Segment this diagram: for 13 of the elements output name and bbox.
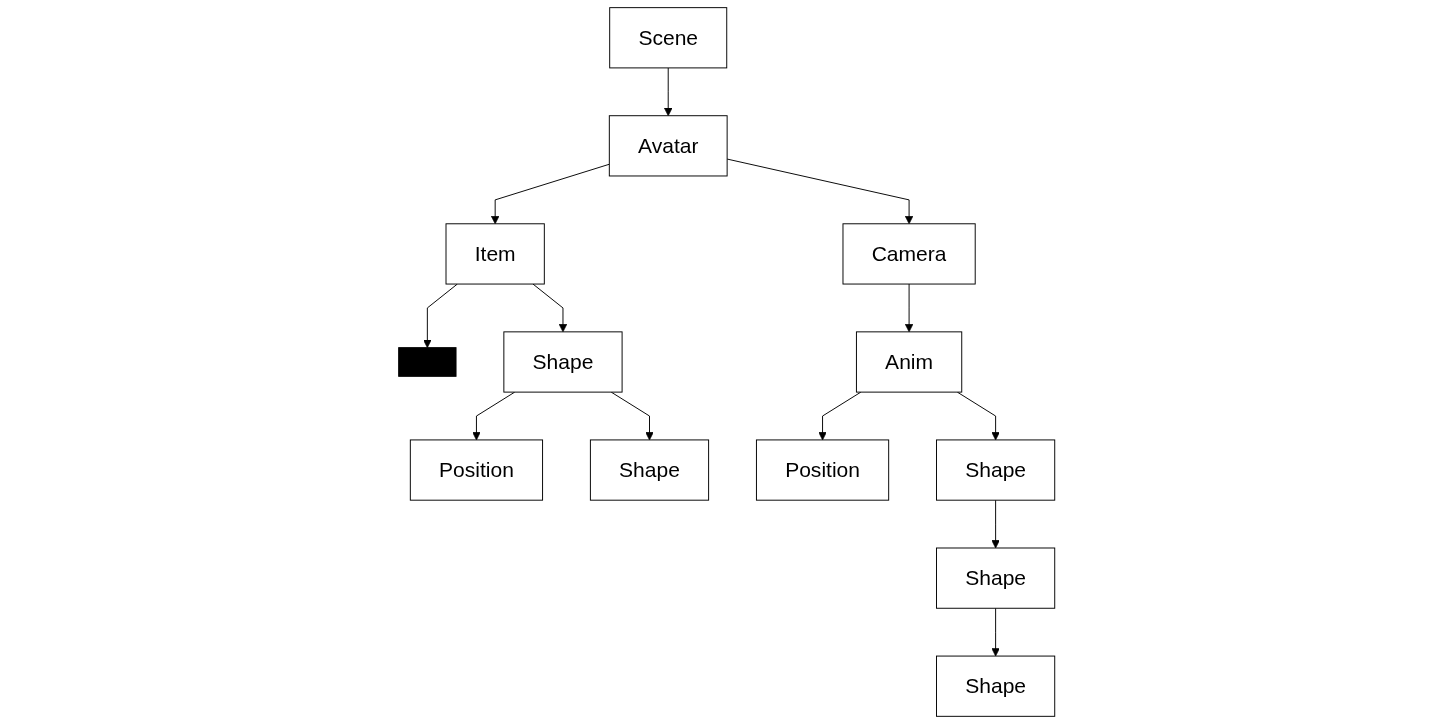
node-box: Item [445, 223, 546, 285]
node-box: Shape [503, 331, 623, 393]
node-box: Shape [590, 439, 710, 501]
node-box: Shape [936, 547, 1056, 609]
node-box: Position [410, 439, 544, 501]
node-box: Shape [936, 655, 1056, 717]
node-box: Anim [856, 331, 963, 393]
node-box: Position [756, 439, 890, 501]
node-box: Camera [842, 223, 976, 285]
node-box: Avatar [609, 115, 728, 177]
node-box: Scene [609, 7, 728, 69]
node-box [398, 347, 457, 377]
node-box: Shape [936, 439, 1056, 501]
